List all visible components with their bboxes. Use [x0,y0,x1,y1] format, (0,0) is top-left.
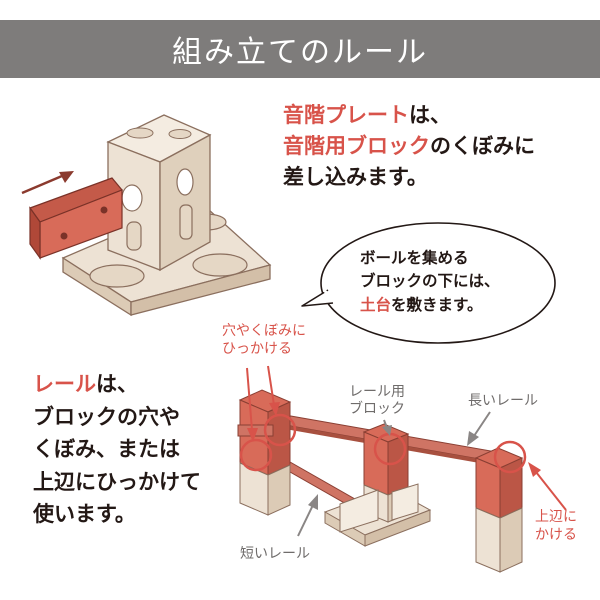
long-rail-label: 長いレール [468,392,538,408]
title-banner: 組み立てのルール [0,20,600,78]
annotation-line: 上辺に [535,508,577,524]
instruction-line: くぼみ、または [33,436,180,462]
rail-block [323,423,432,547]
bubble-line: ブロックの下には、 [360,271,500,291]
instruction-text: のくぼみに [430,132,535,158]
annotation-line: ブロック [349,399,405,416]
instruction-line: 差し込みます。 [283,163,428,189]
annotation-line: レール用 [349,383,405,399]
instruction-line: レールは、 [33,368,201,401]
annotation-line: 穴やくぼみに [222,322,306,338]
page-title: 組み立てのルール [172,35,428,70]
scale-plate-term: 音階プレート [283,102,409,127]
highlight-circle-icon [239,438,273,472]
hole-annotation: 穴やくぼみに ひっかける [222,322,306,357]
bubble-line: 土台を敷きます。 [360,293,520,316]
left-block [237,389,292,516]
highlight-circle-icon [493,440,527,474]
scale-block [106,114,212,272]
arrow-icon [528,462,567,511]
annotation-line: ひっかける [222,339,292,356]
rail-block-label: レール用 ブロック [349,383,405,417]
instruction-line: 使います。 [33,501,136,527]
speech-bubble-icon [301,222,556,344]
top-edge-annotation: 上辺に かける [535,508,577,543]
instruction-line: 上辺にひっかけて [33,468,201,494]
instruction-line: 音階プレートは、 [283,100,535,131]
instruction-text: は、 [409,102,451,127]
arrow-icon [467,411,491,446]
scale-plate-instruction: 音階プレートは、 音階用ブロックのくぼみに 差し込みます。 [283,100,535,193]
instruction-line: 音階用ブロックのくぼみに [283,131,535,162]
annotation-line: かける [535,525,577,542]
arrow-icon [246,367,258,442]
bubble-text-rest: を敷きます。 [391,294,483,314]
right-block [474,447,524,573]
arrow-icon [21,171,74,195]
short-rail-label: 短いレール [240,545,310,561]
bubble-text: ボールを集める ブロックの下には、 土台を敷きます。 [360,246,520,316]
arrow-icon [267,365,280,416]
bubble-line: ボールを集める [360,248,469,267]
arrow-icon [382,419,392,436]
rail-instruction: レールは、 ブロックの穴や くぼみ、または 上辺にひっかけて 使います。 [33,368,201,531]
highlight-circle-icon [263,413,297,447]
arrow-icon [297,494,318,537]
scale-plate [29,177,123,260]
instruction-line: ブロックの穴や [33,403,180,429]
base-term: 土台 [360,294,392,314]
rail-term: レール [33,371,96,396]
instruction-text: は、 [96,371,138,396]
scale-block-term: 音階用ブロック [283,132,430,158]
